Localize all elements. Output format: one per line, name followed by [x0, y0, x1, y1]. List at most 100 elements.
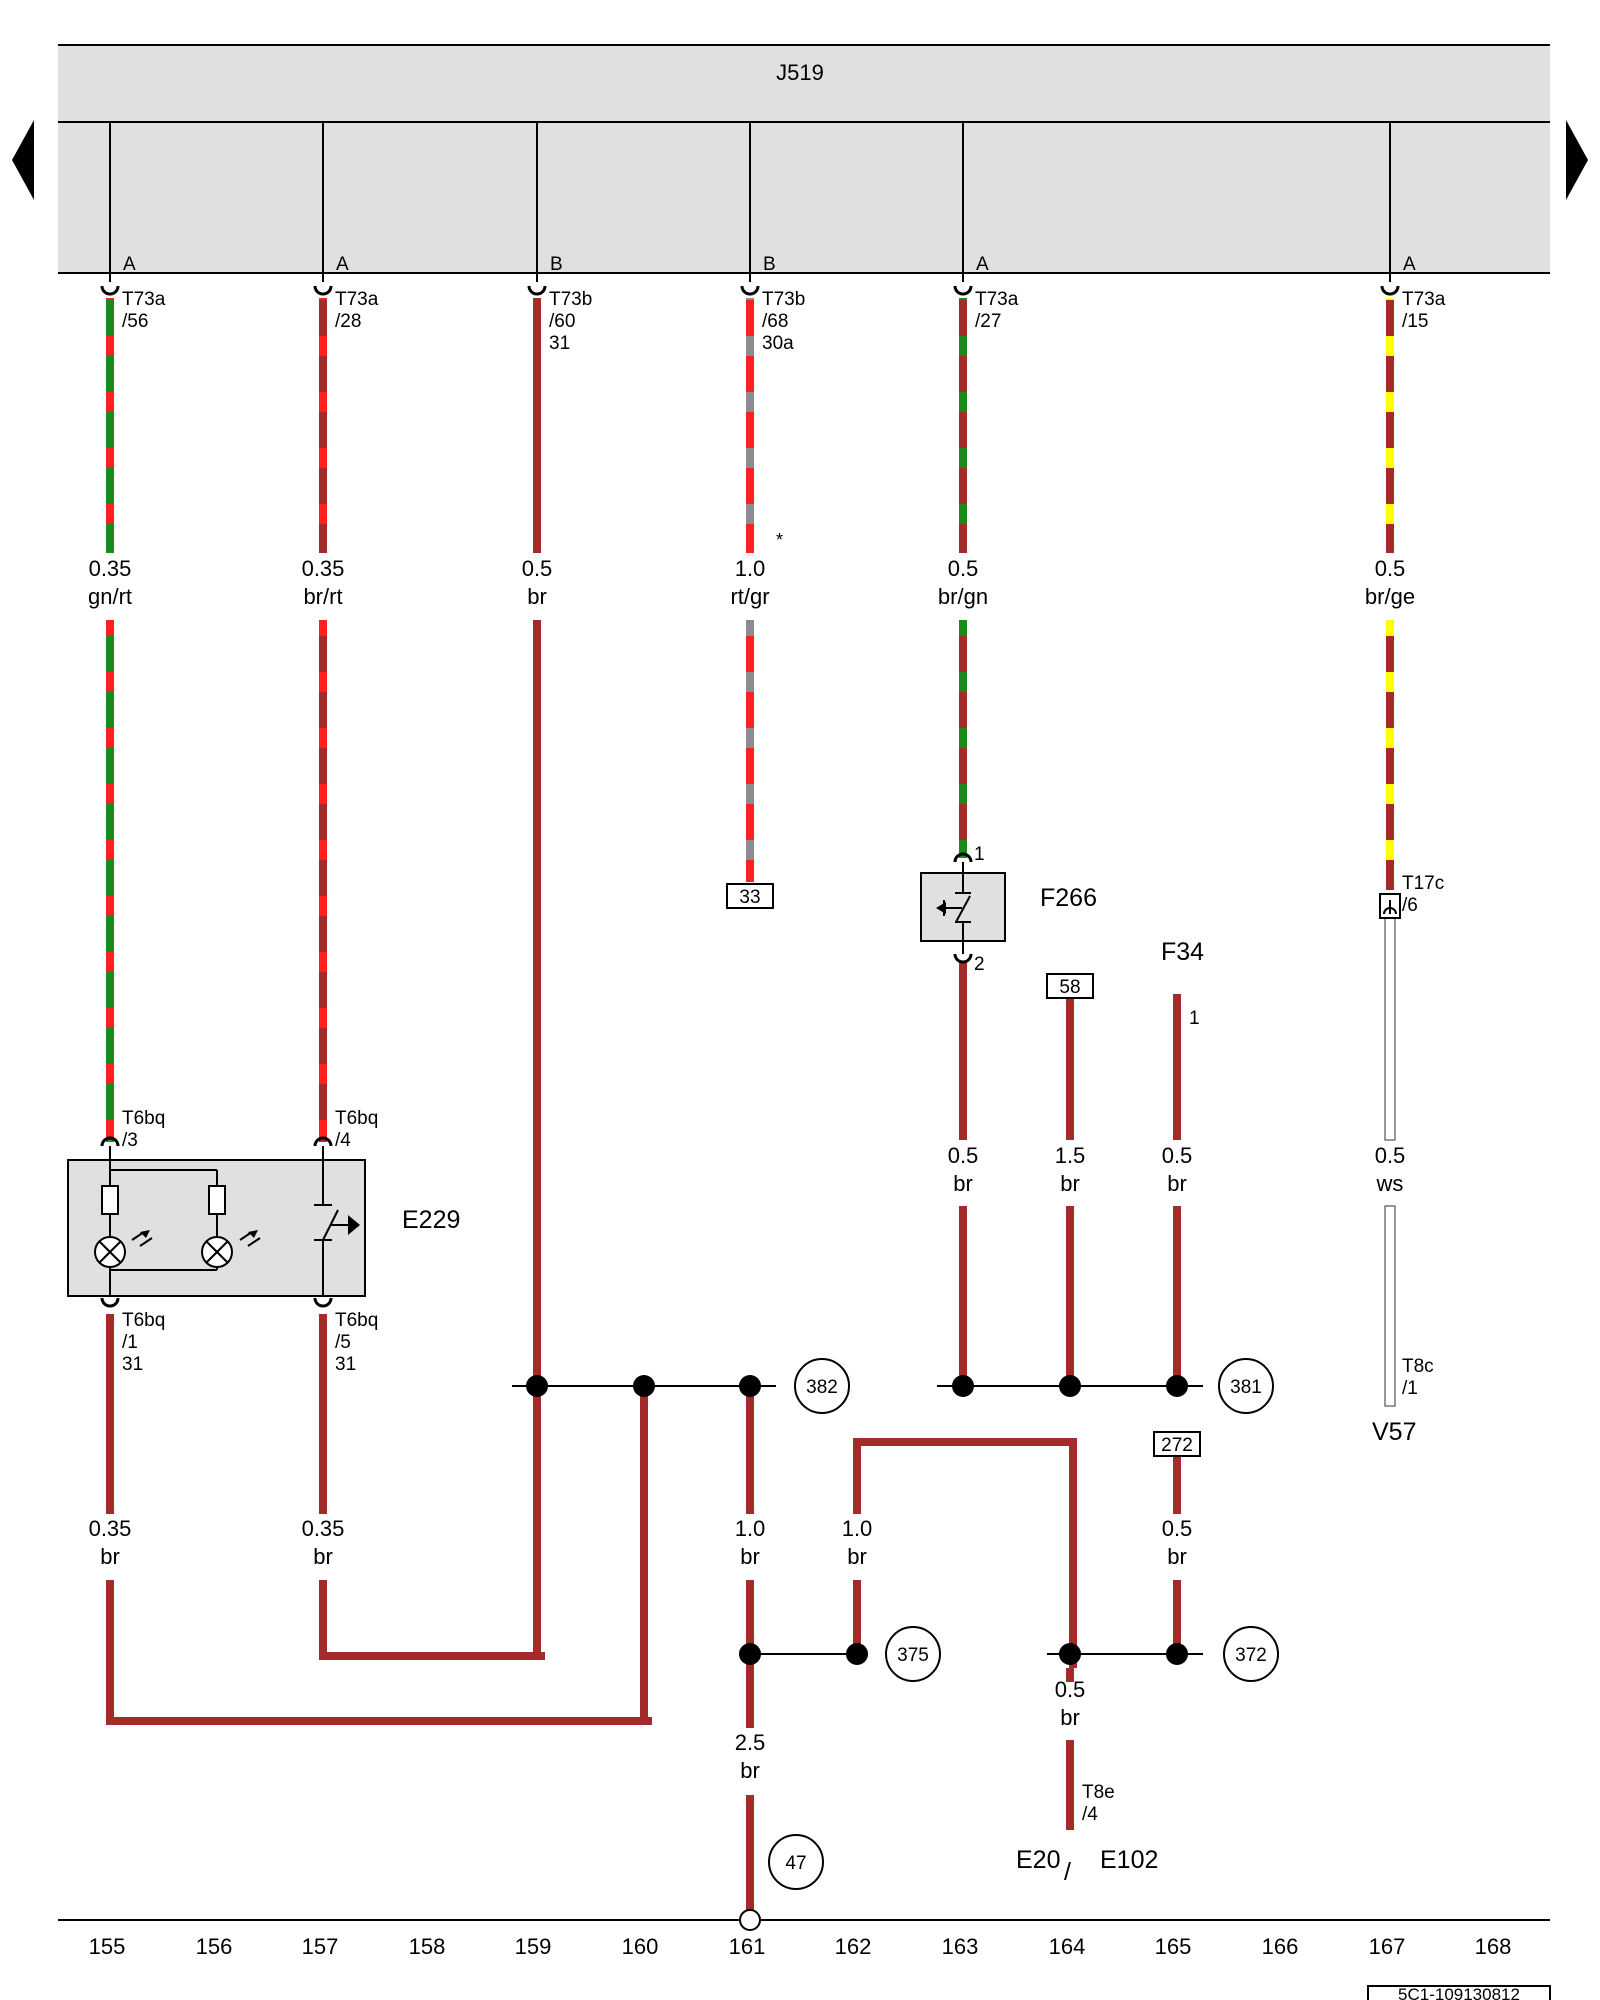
wire-161-bottom [746, 1795, 754, 1915]
wire-155-160-horizontal [106, 1717, 652, 1725]
t8e-conn: T8e [1082, 1782, 1115, 1803]
nav-left-arrow[interactable] [12, 120, 34, 200]
wire-color-label: br [1060, 1705, 1080, 1730]
wire-labels: 0.35 gn/rt 0.35 br/rt 0.5 br 1.0 rt/gr 0… [88, 556, 1415, 1783]
wire-163-mid [959, 620, 967, 858]
wire-size-label: 0.5 [1375, 1143, 1406, 1168]
wire-size-label: 0.5 [948, 556, 979, 581]
j519-box [58, 45, 1550, 273]
ground-47[interactable]: 47 [768, 1834, 824, 1890]
pin-conn: T6bq [122, 1108, 165, 1129]
wire-162-upper [853, 1438, 861, 1514]
column-number: 163 [942, 1934, 979, 1959]
wire-164-top [1066, 998, 1074, 1140]
conn-pin: /28 [335, 311, 361, 332]
wire-size-label: 0.5 [948, 1143, 979, 1168]
wire-167-white-top [1384, 917, 1396, 1141]
t8c-pin: /1 [1402, 1378, 1418, 1399]
conn-name: T73b [762, 289, 805, 310]
wire-size-label: 0.5 [1162, 1143, 1193, 1168]
column-number: 168 [1475, 1934, 1512, 1959]
f34-pin-1: 1 [1189, 1008, 1200, 1029]
conn-pin: /15 [1402, 311, 1428, 332]
pin-conn: T6bq [122, 1310, 165, 1331]
ground-375[interactable]: 375 [885, 1626, 941, 1682]
wire-165-top [1173, 994, 1181, 1140]
wire-color-label: br [527, 584, 547, 609]
wire-165-bottom [1173, 1206, 1181, 1386]
wire-size-label: 0.35 [89, 556, 132, 581]
conn-pin: /27 [975, 311, 1001, 332]
wire-160 [640, 1386, 648, 1725]
pin-conn: T6bq [335, 1108, 378, 1129]
f34-label: F34 [1161, 938, 1204, 966]
conn-pin: /56 [122, 311, 148, 332]
ref-box-label: 33 [739, 887, 760, 908]
pin-num: /4 [335, 1130, 351, 1151]
wire-159-top [533, 298, 541, 553]
wire-color-label: br [953, 1171, 973, 1196]
column-number: 164 [1049, 1934, 1086, 1959]
ref-box-33[interactable]: 33 [726, 883, 774, 909]
wire-163-bottom [959, 1206, 967, 1386]
wire-color-label: br/ge [1365, 584, 1415, 609]
nav-right-arrow[interactable] [1566, 120, 1588, 200]
wire-164-from-162 [1069, 1438, 1077, 1668]
ground-372[interactable]: 372 [1223, 1626, 1279, 1682]
pin-conn: T6bq [335, 1310, 378, 1331]
ground-label: 47 [785, 1853, 806, 1874]
ground-382[interactable]: 382 [794, 1358, 850, 1414]
conn-letter: A [336, 254, 349, 275]
wire-color-label: br/rt [303, 584, 342, 609]
wire-157-low [319, 1314, 327, 1514]
wire-color-label: br [100, 1544, 120, 1569]
wire-color-label: gn/rt [88, 584, 132, 609]
wire-size-label: 0.5 [1055, 1677, 1086, 1702]
conn-name: T73a [1402, 289, 1446, 310]
conn-name: T73a [122, 289, 166, 310]
wire-161-mid [746, 620, 754, 882]
wire-155-bottom [106, 1580, 114, 1725]
f266-label: F266 [1040, 884, 1097, 912]
column-number: 166 [1262, 1934, 1299, 1959]
ref-box-58[interactable]: 58 [1046, 973, 1094, 999]
wire-159-main [533, 620, 541, 1660]
conn-pin: /60 [549, 311, 575, 332]
wire-155-top [106, 298, 114, 553]
wire-color-label: br [740, 1544, 760, 1569]
wire-164-t8e [1066, 1668, 1074, 1682]
wire-color-label: rt/gr [730, 584, 769, 609]
wire-163-top [959, 298, 967, 553]
wire-167-mid [1386, 620, 1394, 890]
wire-162-164-horizontal [853, 1438, 1077, 1446]
diagram-code: 5C1-109130812 [1398, 1985, 1520, 2000]
ref-box-272[interactable]: 272 [1153, 1431, 1201, 1457]
ref-box-label: 272 [1161, 1435, 1193, 1456]
wire-color-label: br [1060, 1171, 1080, 1196]
ground-381[interactable]: 381 [1218, 1358, 1274, 1414]
wire-size-label: 0.35 [302, 556, 345, 581]
wire-164-t8e-low [1066, 1740, 1074, 1830]
wire-165-low [1173, 1455, 1181, 1514]
j519-text: J519 [776, 60, 824, 85]
wire-157-mid [319, 620, 327, 1142]
pin-term: 31 [335, 1354, 356, 1375]
connector-symbols [100, 285, 1400, 1308]
t8c-conn: T8c [1402, 1356, 1434, 1377]
column-number: 160 [622, 1934, 659, 1959]
asterisk-note: * [776, 530, 783, 550]
wire-162-low [853, 1580, 861, 1654]
wire-165-low2 [1173, 1580, 1181, 1654]
column-number: 157 [302, 1934, 339, 1959]
conn-letter: B [763, 254, 776, 275]
conn-pin: /68 [762, 311, 788, 332]
conn-name: T73a [975, 289, 1019, 310]
ground-label: 372 [1235, 1645, 1267, 1666]
wire-color-label: ws [1376, 1171, 1404, 1196]
wire-size-label: 0.5 [1162, 1516, 1193, 1541]
wire-155-low [106, 1314, 114, 1514]
ground-label: 381 [1230, 1377, 1262, 1398]
wire-157-159-horizontal [319, 1652, 545, 1660]
conn-term: 31 [549, 333, 570, 354]
